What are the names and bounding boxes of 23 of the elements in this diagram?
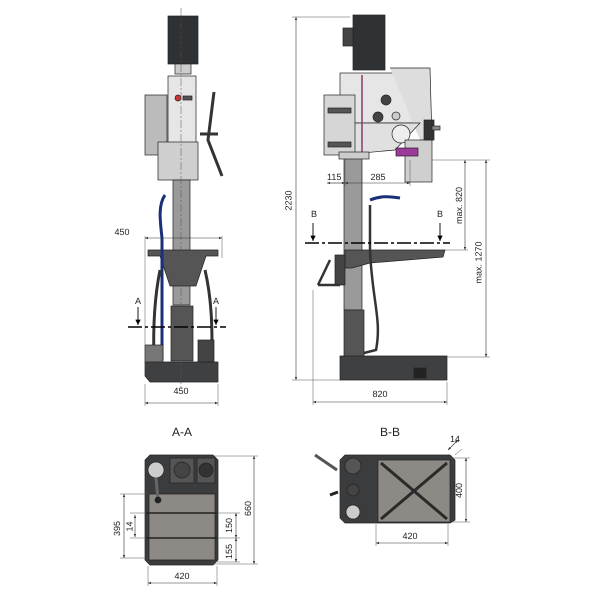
dimension-label: 820 xyxy=(372,390,388,398)
dimension-label: 14 xyxy=(450,434,460,444)
dimension-label: 450 xyxy=(114,228,130,236)
dimension-label: 14 xyxy=(126,521,134,531)
section-marker-label: A xyxy=(135,296,142,306)
dimension-label: 150 xyxy=(224,517,234,533)
section-marker-label: B xyxy=(311,210,318,218)
dimension-label: 285 xyxy=(370,172,386,182)
dimension-label: 450 xyxy=(174,386,189,396)
dimension-label: 420 xyxy=(174,572,190,580)
dimension-label: 115 xyxy=(327,172,342,182)
dimension-label: 420 xyxy=(402,532,418,540)
dimension-label: 155 xyxy=(224,543,234,559)
dimension-label: 2230 xyxy=(284,190,294,210)
dimension-label: 400 xyxy=(454,482,464,498)
dimension-label: 660 xyxy=(244,500,253,516)
dimension-label: 395 xyxy=(112,520,122,536)
section-title: A-A xyxy=(172,426,192,438)
dimension-label: max. 820 xyxy=(454,186,464,224)
section-title: B-B xyxy=(380,426,400,438)
section-marker-label: B xyxy=(437,210,444,218)
section-marker-label: A xyxy=(213,296,220,306)
dimension-label: max. 1270 xyxy=(474,240,484,284)
